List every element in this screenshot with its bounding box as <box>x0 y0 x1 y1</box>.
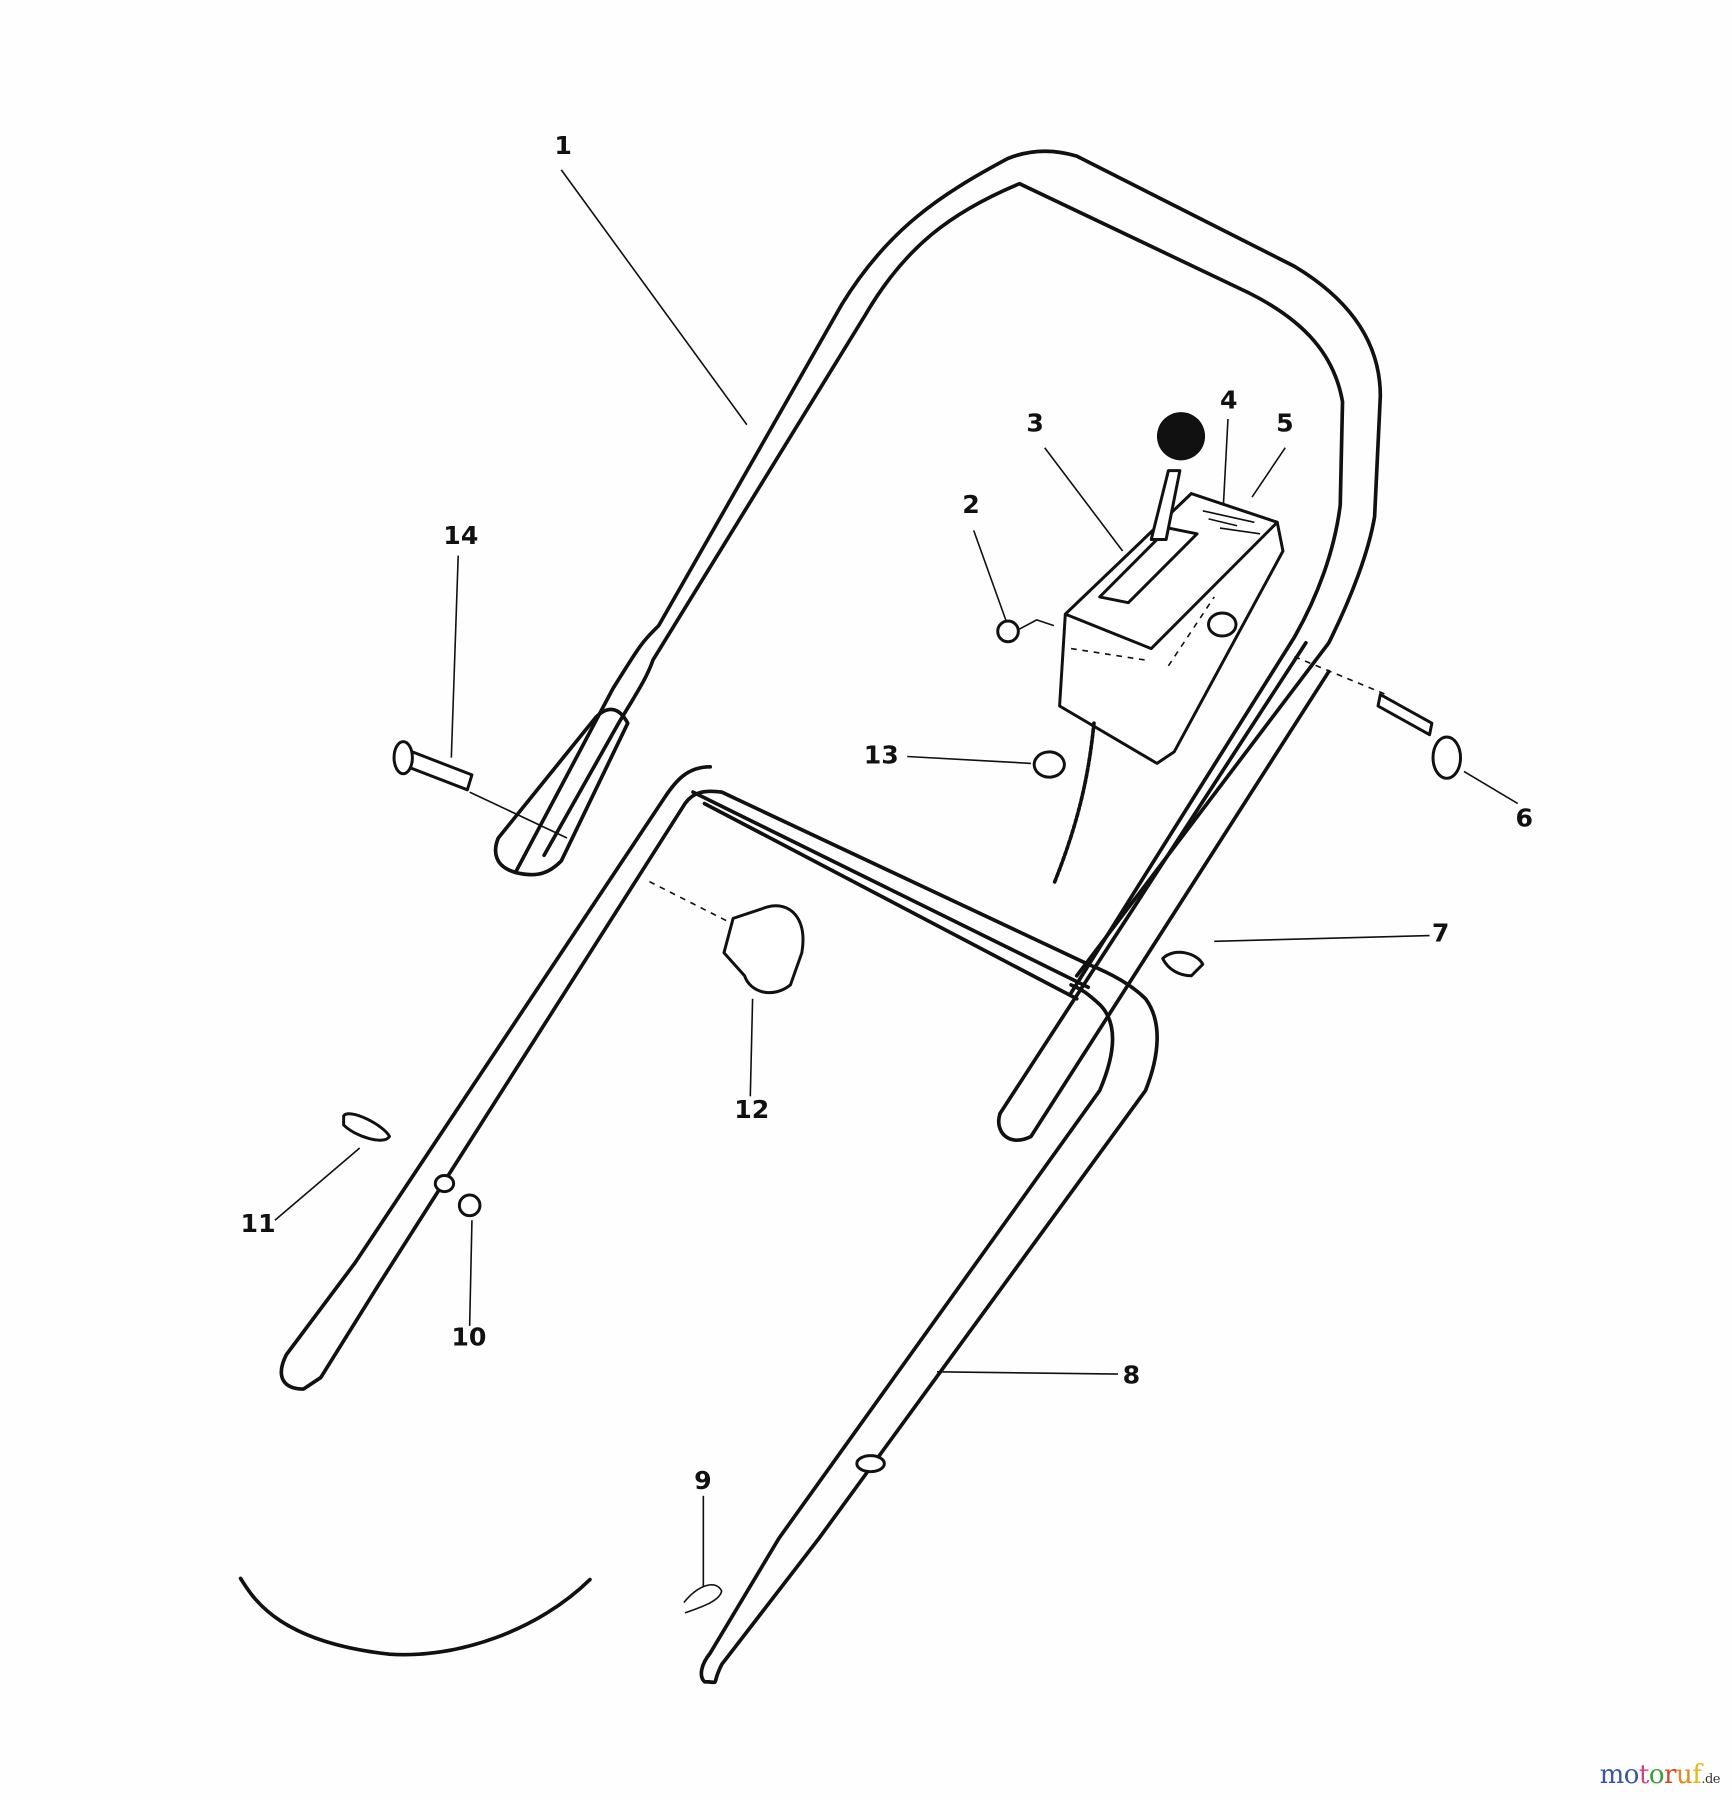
logo-letter: t <box>1638 1760 1649 1790</box>
callout-4: 4 <box>1220 386 1238 415</box>
clip-7 <box>1161 950 1205 978</box>
screw-2 <box>996 619 1020 644</box>
throttle-control <box>1052 412 1285 886</box>
pin-11 <box>342 1112 391 1142</box>
nut-13 <box>1032 750 1066 779</box>
leader-lines <box>274 169 1519 1587</box>
callout-8: 8 <box>1123 1360 1141 1389</box>
logo-letter: m <box>1599 1760 1625 1790</box>
callout-13: 13 <box>864 740 899 769</box>
knob-12 <box>722 904 805 995</box>
logo-letter: o <box>1623 1760 1640 1790</box>
logo-letter: r <box>1664 1760 1676 1790</box>
upper-handle <box>493 149 1383 1143</box>
handle-hole <box>855 1454 886 1474</box>
callout-11: 11 <box>241 1209 276 1238</box>
callout-1: 1 <box>554 131 572 160</box>
callouts: 1 2 3 4 5 6 7 8 9 10 11 12 13 14 <box>241 131 1533 1495</box>
callout-12: 12 <box>734 1095 769 1124</box>
hairpin-9 <box>683 1584 723 1614</box>
handle-hole <box>433 1174 456 1194</box>
callout-10: 10 <box>451 1322 486 1351</box>
logo-tld: .de <box>1701 1772 1720 1787</box>
logo-letter: u <box>1675 1760 1693 1790</box>
logo-letter: f <box>1692 1760 1702 1790</box>
callout-5: 5 <box>1276 409 1294 438</box>
lever-knob <box>1156 412 1206 461</box>
logo-letter: o <box>1648 1760 1665 1790</box>
callout-2: 2 <box>962 490 980 519</box>
callout-3: 3 <box>1026 409 1044 438</box>
callout-7: 7 <box>1432 918 1450 947</box>
callout-14: 14 <box>443 521 478 550</box>
bolt-14-head <box>392 740 414 776</box>
motoruf-watermark-logo: motoruf.de <box>1599 1760 1721 1790</box>
hardware <box>238 619 1463 1657</box>
housing-hole <box>1207 611 1238 638</box>
bolt-6 <box>1376 693 1434 737</box>
bolt-6-head <box>1431 735 1463 780</box>
bolt-14 <box>406 750 474 792</box>
lower-handle <box>279 765 1159 1685</box>
callout-9: 9 <box>694 1466 712 1495</box>
nut-10 <box>457 1193 482 1218</box>
callout-6: 6 <box>1516 804 1534 833</box>
control-cable <box>238 1576 592 1657</box>
